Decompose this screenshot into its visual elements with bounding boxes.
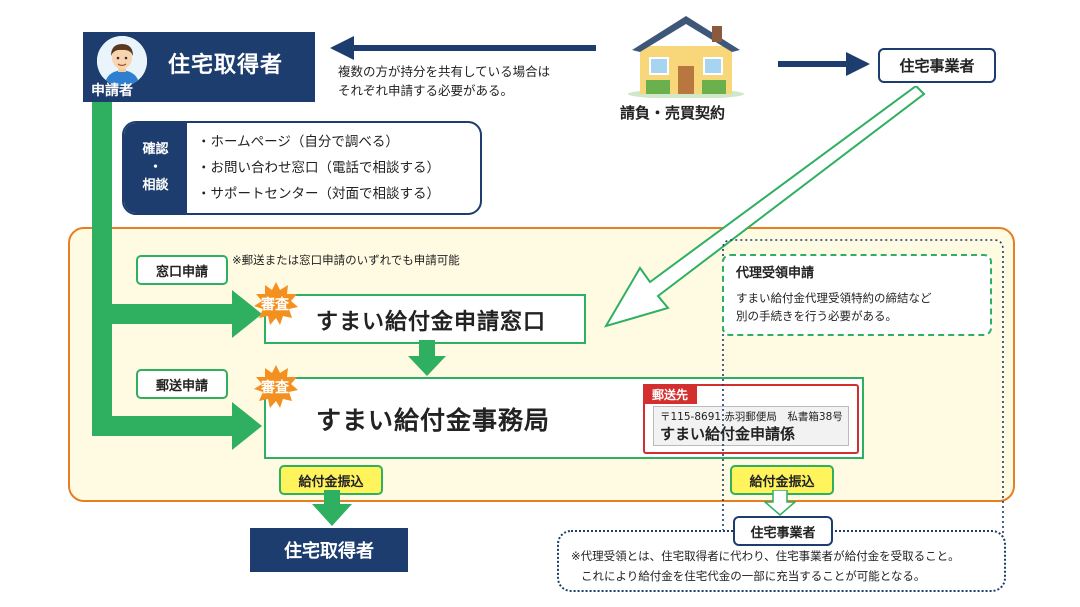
review-badge-label: 審査 bbox=[261, 297, 289, 313]
main-office-title: すまい給付金事務局 bbox=[316, 406, 551, 435]
window-note: ※郵送または窓口申請のいずれでも申請可能 bbox=[232, 253, 460, 267]
house-icon bbox=[628, 16, 744, 98]
confirm-side-dot: ・ bbox=[148, 160, 162, 175]
mail-destination-inner: 〒115-8691 赤羽郵便局 私書箱38号 すまい給付金申請係 bbox=[653, 406, 849, 446]
arrow-down-icon bbox=[408, 340, 446, 376]
review-badge-icon bbox=[254, 282, 298, 325]
window-office-box: すまい給付金申請窓口 bbox=[264, 294, 586, 344]
proxy-dotted-path bbox=[722, 239, 1004, 538]
proxy-application-box: 代理受領申請 すまい給付金代理受領特約の締結など 別の手続きを行う必要がある。 bbox=[722, 254, 992, 336]
proxy-definition-line2: これにより給付金を住宅代金の一部に充当することが可能となる。 bbox=[581, 569, 926, 583]
review-badge-2-label: 審査 bbox=[261, 380, 289, 396]
confirm-item-support: ・サポートセンター（対面で相談する） bbox=[197, 186, 440, 202]
diagonal-arrow-icon bbox=[603, 86, 926, 328]
arrow-right-icon bbox=[778, 52, 870, 76]
arrow-down-payment-icon bbox=[312, 490, 352, 526]
person-avatar-icon bbox=[97, 36, 147, 86]
arrow-left-icon bbox=[330, 36, 596, 60]
proxy-line2: 別の手続きを行う必要がある。 bbox=[736, 309, 897, 323]
flow-line-window bbox=[92, 304, 244, 324]
flow-line-vertical bbox=[92, 100, 112, 436]
review-badge-2-icon bbox=[254, 365, 298, 408]
arrow-to-window-icon bbox=[232, 290, 262, 338]
confirm-item-contact: ・お問い合わせ窓口（電話で相談する） bbox=[197, 160, 440, 176]
confirm-list: ・ホームページ（自分で調べる） ・お問い合わせ窓口（電話で相談する） ・サポート… bbox=[197, 129, 440, 207]
proxy-title: 代理受領申請 bbox=[736, 266, 815, 281]
confirm-side-label: 確認 ・ 相談 bbox=[124, 123, 187, 213]
applicant-header: 住宅取得者 申請者 bbox=[83, 32, 315, 102]
hollow-arrow-down-icon bbox=[764, 490, 796, 516]
applicant-title: 住宅取得者 bbox=[168, 53, 284, 78]
share-note: 複数の方が持分を共有している場合は それぞれ申請する必要がある。 bbox=[338, 62, 550, 100]
mail-application-label: 郵送申請 bbox=[136, 369, 228, 399]
result-business-box: 住宅事業者 bbox=[733, 516, 833, 546]
contract-label: 請負・売買契約 bbox=[620, 104, 726, 122]
confirm-side-line1: 確認 bbox=[142, 142, 169, 157]
payment-label-left: 給付金振込 bbox=[279, 465, 383, 495]
business-top-box: 住宅事業者 bbox=[878, 48, 996, 83]
window-office-title: すまい給付金申請窓口 bbox=[316, 310, 547, 335]
window-application-label: 窓口申請 bbox=[136, 255, 228, 285]
share-note-line1: 複数の方が持分を共有している場合は bbox=[338, 64, 551, 79]
share-note-line2: それぞれ申請する必要がある。 bbox=[338, 83, 514, 98]
mail-destination-box: 郵送先 〒115-8691 赤羽郵便局 私書箱38号 すまい給付金申請係 bbox=[643, 384, 859, 454]
proxy-line1: すまい給付金代理受領特約の締結など bbox=[736, 291, 932, 305]
mail-destination-tag: 郵送先 bbox=[643, 384, 697, 404]
confirm-item-homepage: ・ホームページ（自分で調べる） bbox=[197, 134, 399, 150]
proxy-definition-line1: ※代理受領とは、住宅取得者に代わり、住宅事業者が給付金を受取ること。 bbox=[571, 549, 960, 563]
mail-destination-recipient: すまい給付金申請係 bbox=[660, 425, 796, 443]
applicant-role: 申請者 bbox=[91, 83, 133, 99]
result-applicant-box: 住宅取得者 bbox=[250, 528, 408, 572]
flow-line-mail bbox=[92, 416, 244, 436]
arrow-to-office-icon bbox=[232, 402, 262, 450]
confirm-box: 確認 ・ 相談 ・ホームページ（自分で調べる） ・お問い合わせ窓口（電話で相談す… bbox=[122, 121, 482, 215]
mail-destination-address: 〒115-8691 赤羽郵便局 私書箱38号 bbox=[660, 411, 843, 423]
confirm-side-line2: 相談 bbox=[142, 178, 169, 193]
